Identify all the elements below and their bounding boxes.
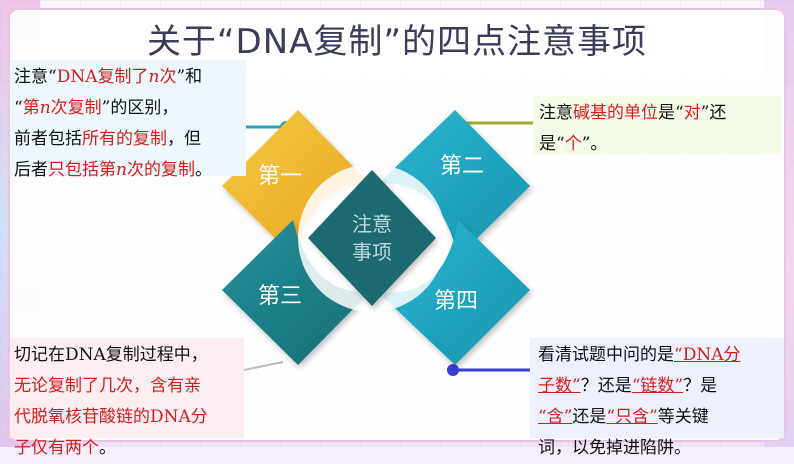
note-second-line1: 注意碱基的单位是“对”还 bbox=[539, 103, 727, 123]
note-fourth: 看清试题中问的是“DNA分 子数”？还是“链数”？是 “含”还是“只含”等关键 … bbox=[530, 338, 784, 458]
quadrant-label-1: 第一 bbox=[258, 164, 303, 189]
note-first-line2: “第n次复制”的区别， bbox=[14, 98, 179, 118]
note-first-line4: 后者只包括第n次的复制。 bbox=[14, 160, 212, 180]
note-fourth-line3: “含”还是“只含”等关键 bbox=[538, 407, 709, 427]
connector-dot-bottom-right bbox=[447, 364, 459, 376]
quadrant-label-2: 第二 bbox=[440, 154, 485, 179]
note-fourth-line2: 子数”？还是“链数”？是 bbox=[538, 376, 718, 396]
note-third-line4: 子仅有两个。 bbox=[14, 438, 116, 458]
note-first-line1: 注意“DNA复制了n次”和 bbox=[14, 67, 203, 87]
note-fourth-line4: 词，以免掉进陷阱。 bbox=[538, 438, 691, 458]
center-label-line1: 注意 bbox=[352, 212, 392, 236]
quadrant-label-3: 第三 bbox=[258, 284, 303, 309]
page-title: 关于“DNA复制”的四点注意事项 bbox=[146, 22, 648, 62]
note-second: 注意碱基的单位是“对”还 是“个”。 bbox=[533, 96, 781, 154]
quadrant-shape-2[interactable] bbox=[378, 110, 530, 257]
note-fourth-line1: 看清试题中问的是“DNA分 bbox=[538, 345, 741, 365]
note-third-line1: 切记在DNA复制过程中， bbox=[14, 345, 208, 365]
quadrant-shape-4[interactable] bbox=[378, 220, 530, 365]
note-third: 切记在DNA复制过程中， 无论复制了几次，含有亲 代脱氧核苷酸链的DNA分 子仅… bbox=[10, 338, 244, 458]
center-label-line2: 事项 bbox=[352, 240, 392, 264]
quadrant-label-4: 第四 bbox=[434, 289, 479, 314]
note-third-line3: 代脱氧核苷酸链的DNA分 bbox=[14, 407, 208, 427]
note-first: 注意“DNA复制了n次”和 “第n次复制”的区别， 前者包括所有的复制，但 后者… bbox=[10, 60, 246, 180]
note-first-line3: 前者包括所有的复制，但 bbox=[14, 129, 201, 149]
quadrant-shape-1[interactable] bbox=[222, 110, 370, 256]
note-third-line2: 无论复制了几次，含有亲 bbox=[14, 376, 201, 396]
quadrant-shape-3[interactable] bbox=[222, 220, 370, 365]
connector-bottom-left bbox=[243, 361, 284, 371]
center-label: 注意 事项 bbox=[332, 210, 412, 266]
center-diamond[interactable] bbox=[308, 170, 436, 306]
four-points-diagram bbox=[222, 110, 535, 376]
note-second-line2: 是“个”。 bbox=[539, 134, 608, 154]
